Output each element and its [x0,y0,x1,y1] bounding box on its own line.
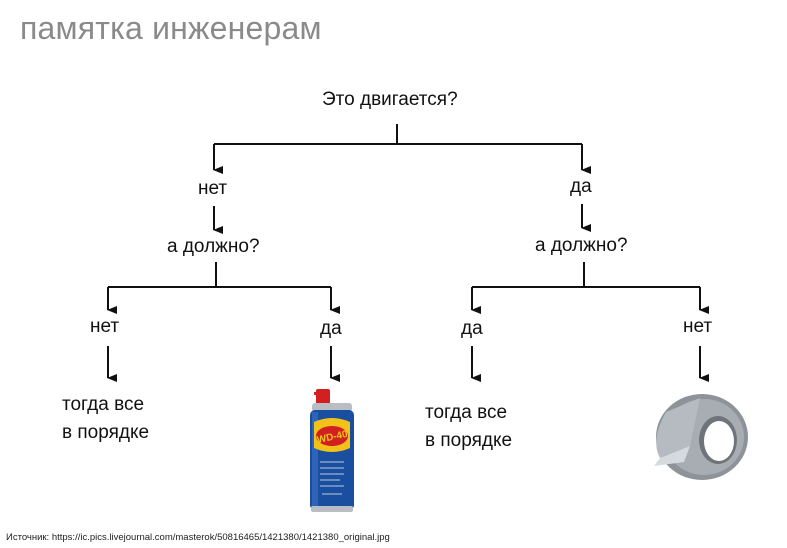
ll-no-label: нет [90,316,120,337]
right-yes-label: да [570,176,592,197]
lr-yes-label: да [320,318,342,339]
rl-yes-label: да [461,318,483,339]
ll-result-line1: тогда все [62,394,145,415]
wd40-can-image: WD-40 [310,389,354,512]
left-should-question: а должно? [167,236,260,257]
page-title: памятка инженерам [20,10,322,46]
rl-result-line2: в порядке [425,430,513,451]
rl-result-text: тогда все в порядке [425,399,512,455]
ll-result-text: тогда все в порядке [62,391,149,447]
duct-tape-image [654,394,748,480]
right-should-question: а должно? [535,235,628,256]
rr-no-label: нет [683,316,713,337]
root-question: Это двигается? [322,89,458,110]
source-caption: Источник: https://ic.pics.livejournal.co… [6,532,390,543]
rl-result-line1: тогда все [425,402,508,423]
left-no-label: нет [198,178,228,199]
ll-result-line2: в порядке [62,422,150,443]
